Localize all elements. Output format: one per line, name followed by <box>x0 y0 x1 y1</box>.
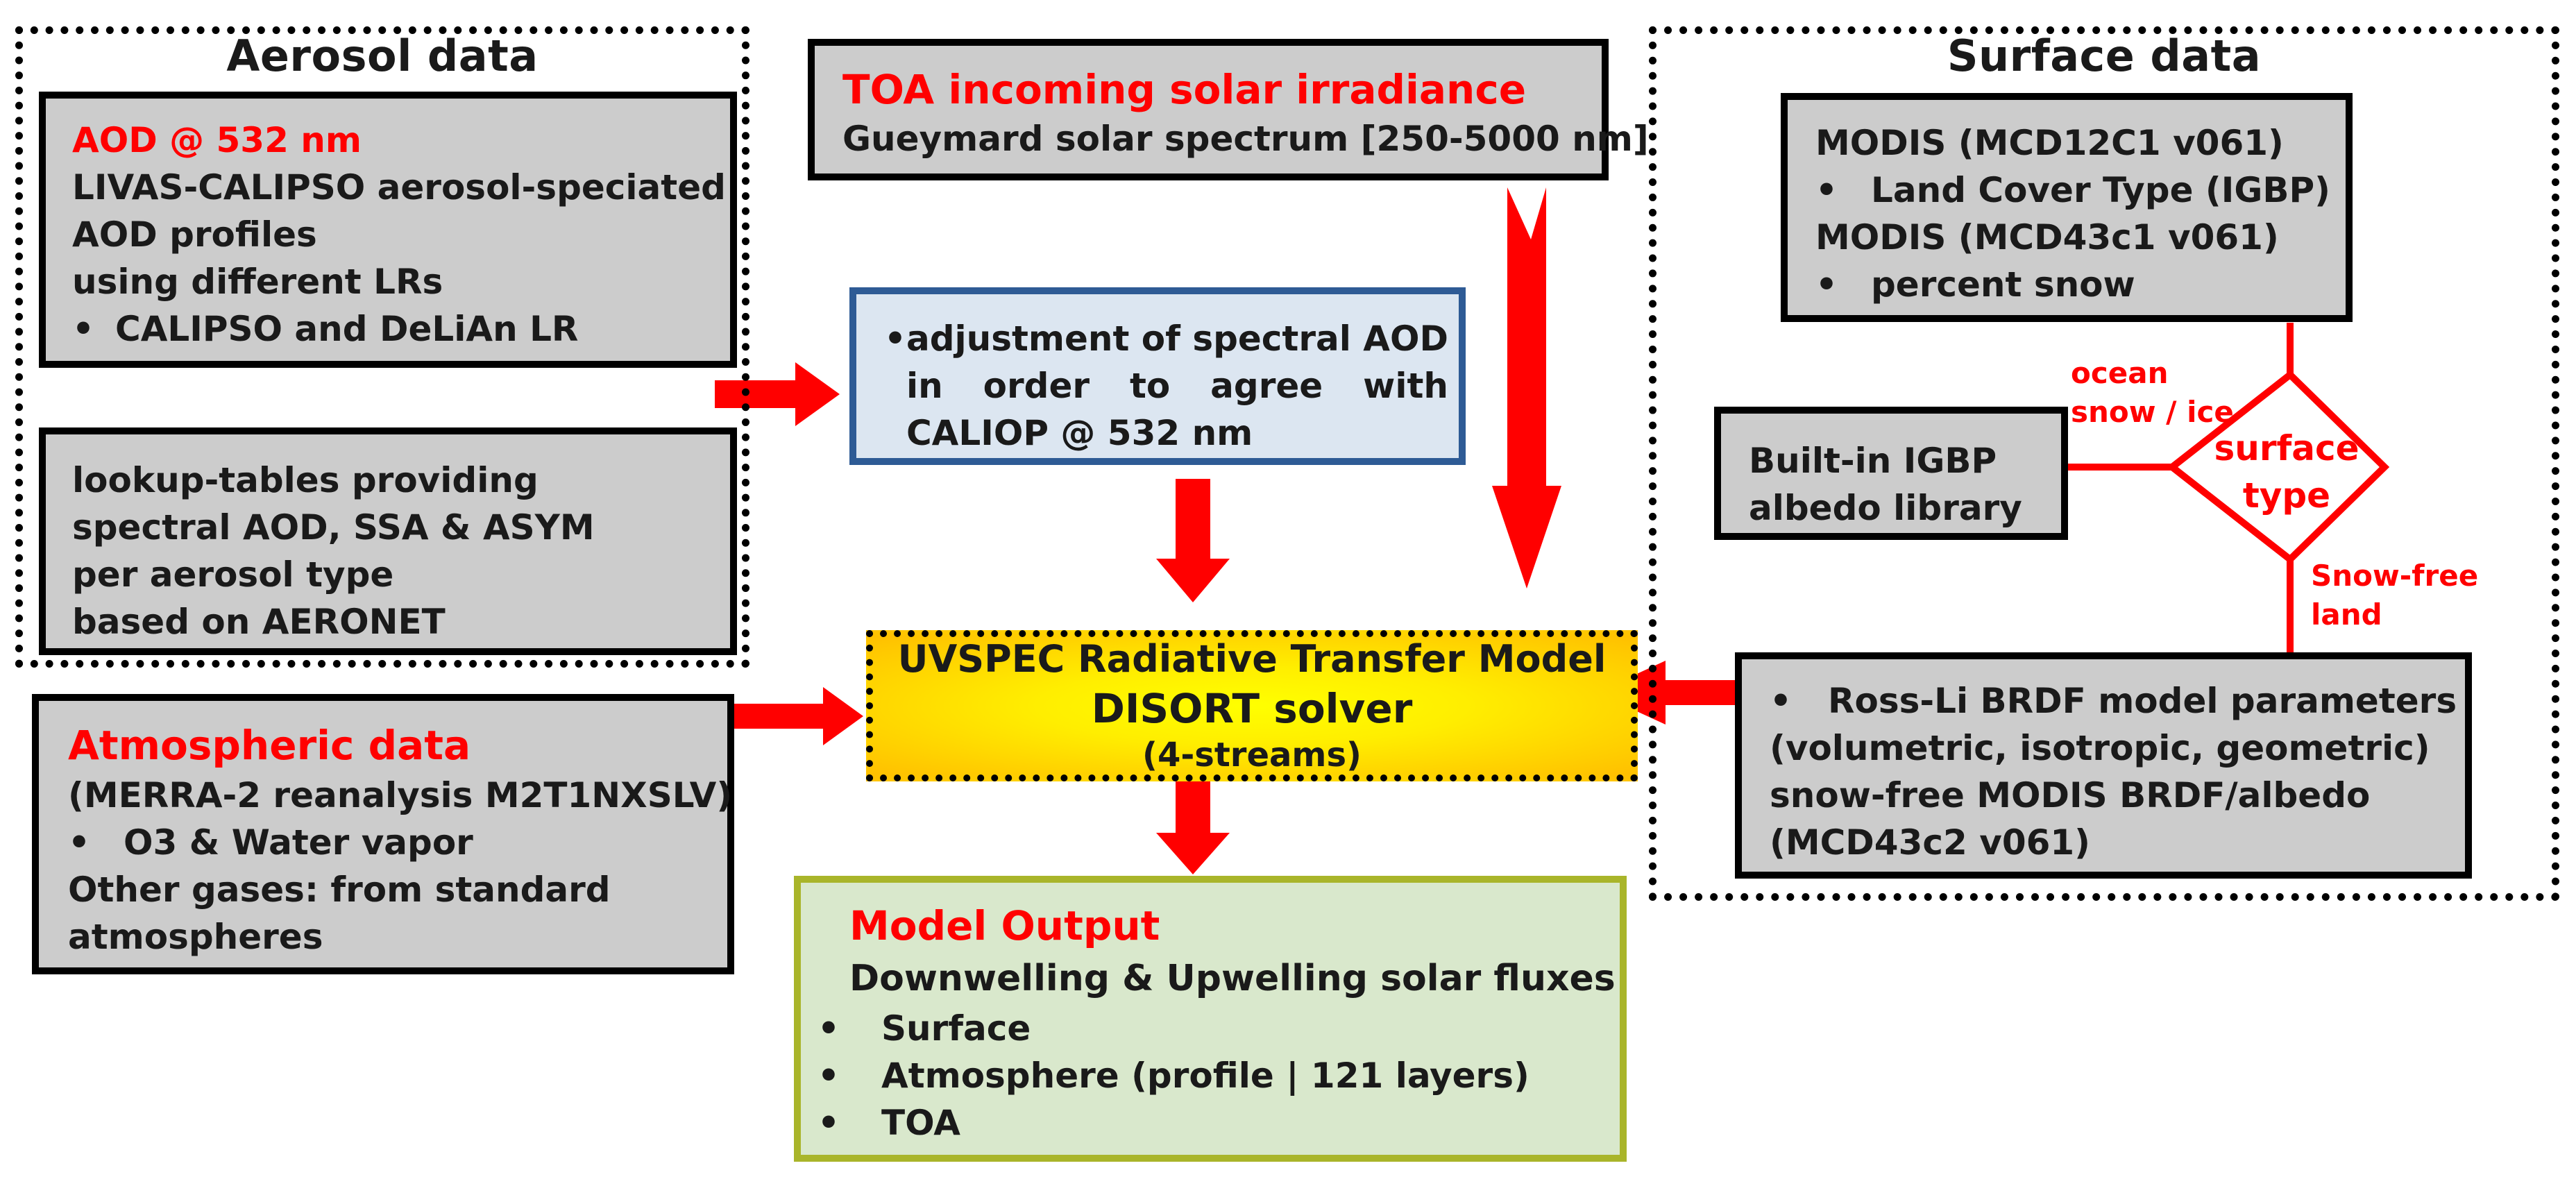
surface-type-diamond <box>2166 370 2390 564</box>
lut-line-3: per aerosol type <box>72 554 394 595</box>
toa-heading: TOA incoming solar irradiance <box>842 66 1527 113</box>
label-ocean: ocean <box>2071 356 2169 390</box>
atmospheric-data-box: Atmospheric data (MERRA-2 reanalysis M2T… <box>32 694 734 974</box>
modis-line-1: MODIS (MCD12C1 v061) <box>1815 123 2284 163</box>
igbp-line-2: albedo library <box>1749 488 2022 528</box>
arrow-adjust-to-uvspec <box>1156 479 1230 602</box>
lut-line-2: spectral AOD, SSA & ASYM <box>72 507 595 548</box>
uvspec-line-1: UVSPEC Radiative Transfer Model <box>897 637 1607 681</box>
output-bullet-1: • Surface <box>817 1005 1620 1052</box>
aod-line-1: LIVAS-CALIPSO aerosol-speciated <box>72 167 726 208</box>
bullet-marker: • <box>1815 264 1838 305</box>
bullet-marker: • <box>817 1103 840 1143</box>
uvspec-model-box: UVSPEC Radiative Transfer Model DISORT s… <box>866 630 1638 781</box>
adjust-text-block: adjustment of spectral AOD in order to a… <box>906 315 1448 457</box>
arrow-toa-to-uvspec <box>1492 187 1561 588</box>
bullet-marker: • <box>72 309 94 349</box>
label-land: land <box>2311 598 2382 632</box>
modis-box: MODIS (MCD12C1 v061) • Land Cover Type (I… <box>1781 93 2353 322</box>
surface-section-title: Surface data <box>1947 31 2262 81</box>
brdf-line-2: snow-free MODIS BRDF/albedo <box>1770 775 2371 815</box>
brdf-bullet-1-text: Ross-Li BRDF model parameters <box>1828 681 2457 721</box>
aod-box: AOD @ 532 nm LIVAS-CALIPSO aerosol-speci… <box>39 92 737 368</box>
lut-line-1: lookup-tables providing <box>72 460 539 500</box>
modis-line-2: MODIS (MCD43c1 v061) <box>1815 217 2279 257</box>
bullet-marker: • <box>817 1056 840 1096</box>
output-bullet-3-text: TOA <box>881 1103 960 1143</box>
label-snow-ice: snow / ice <box>2071 395 2234 429</box>
uvspec-line-2: DISORT solver <box>1091 685 1413 732</box>
modis-bullet-1: • Land Cover Type (IGBP) <box>1815 167 2346 214</box>
arrow-atmos-to-uvspec <box>734 687 863 745</box>
model-output-box: Model Output Downwelling & Upwelling sol… <box>794 876 1627 1162</box>
atmos-heading: Atmospheric data <box>68 722 471 769</box>
aod-bullet-1: • CALIPSO and DeLiAn LR <box>72 305 730 353</box>
aod-line-2: AOD profiles <box>72 214 317 255</box>
label-ocean-snow-ice: ocean snow / ice <box>2071 354 2234 432</box>
diamond-line-1: surface <box>2214 428 2359 468</box>
atmos-line-1: (MERRA-2 reanalysis M2T1NXSLV) <box>68 775 733 815</box>
aerosol-data-section <box>15 26 749 668</box>
bullet-marker: • <box>68 822 90 863</box>
aod-line-3: using different LRs <box>72 262 443 302</box>
uvspec-line-3: (4-streams) <box>1142 736 1362 774</box>
bullet-marker: • <box>817 1008 840 1049</box>
toa-irradiance-box: TOA incoming solar irradiance Gueymard s… <box>808 39 1649 180</box>
modis-bullet-2-text: percent snow <box>1871 264 2135 305</box>
output-line-1: Downwelling & Upwelling solar fluxes <box>849 958 1616 999</box>
aod-bullet-1-text: CALIPSO and DeLiAn LR <box>115 309 579 349</box>
bullet-marker: • <box>1815 170 1838 210</box>
label-snow-free: Snow-free <box>2311 559 2479 593</box>
adjust-bullet-1: • adjustment of spectral AOD in order to… <box>884 315 1448 457</box>
aod-adjustment-box: • adjustment of spectral AOD in order to… <box>849 287 1466 465</box>
aod-heading: AOD @ 532 nm <box>72 120 362 160</box>
surface-data-section <box>1649 26 2559 901</box>
igbp-albedo-box: Built-in IGBP albedo library <box>1714 407 2068 540</box>
atmos-line-3: atmospheres <box>68 917 323 957</box>
arrow-uvspec-to-output <box>1156 777 1230 874</box>
bullet-marker: • <box>884 319 906 359</box>
label-snow-free-land: Snow-free land <box>2311 557 2478 634</box>
atmos-line-2: Other gases: from standard <box>68 870 611 910</box>
igbp-line-1: Built-in IGBP <box>1749 441 1997 481</box>
output-bullet-1-text: Surface <box>881 1008 1031 1049</box>
output-bullet-3: • TOA <box>817 1099 1620 1146</box>
brdf-line-1: (volumetric, isotropic, geometric) <box>1770 728 2430 768</box>
aerosol-section-title: Aerosol data <box>226 31 539 81</box>
output-bullet-2: • Atmosphere (profile | 121 layers) <box>817 1052 1620 1099</box>
brdf-line-3: (MCD43c2 v061) <box>1770 822 2091 863</box>
arrow-aerosol-to-adjust <box>715 362 840 426</box>
toa-line-1: Gueymard solar spectrum [250-5000 nm] <box>842 119 1649 159</box>
modis-bullet-2: • percent snow <box>1815 261 2346 308</box>
adjust-line-1: adjustment of spectral AOD <box>906 319 1448 359</box>
diamond-label: surface type <box>2186 425 2387 519</box>
brdf-box: • Ross-Li BRDF model parameters (volumetr… <box>1735 652 2472 879</box>
output-bullet-2-text: Atmosphere (profile | 121 layers) <box>881 1056 1530 1096</box>
adjust-line-3: CALIOP @ 532 nm <box>906 413 1253 453</box>
lut-line-4: based on AERONET <box>72 602 446 642</box>
bullet-marker: • <box>1770 681 1792 721</box>
atmos-bullet-1: • O3 & Water vapor <box>68 819 727 866</box>
output-heading: Model Output <box>849 902 1160 949</box>
brdf-bullet-1: • Ross-Li BRDF model parameters <box>1770 677 2465 725</box>
modis-bullet-1-text: Land Cover Type (IGBP) <box>1871 170 2330 210</box>
lookup-tables-box: lookup-tables providing spectral AOD, SS… <box>39 427 737 655</box>
atmos-bullet-1-text: O3 & Water vapor <box>124 822 473 863</box>
adjust-line-2: in order to agree with <box>906 366 1448 406</box>
diamond-line-2: type <box>2242 475 2331 516</box>
